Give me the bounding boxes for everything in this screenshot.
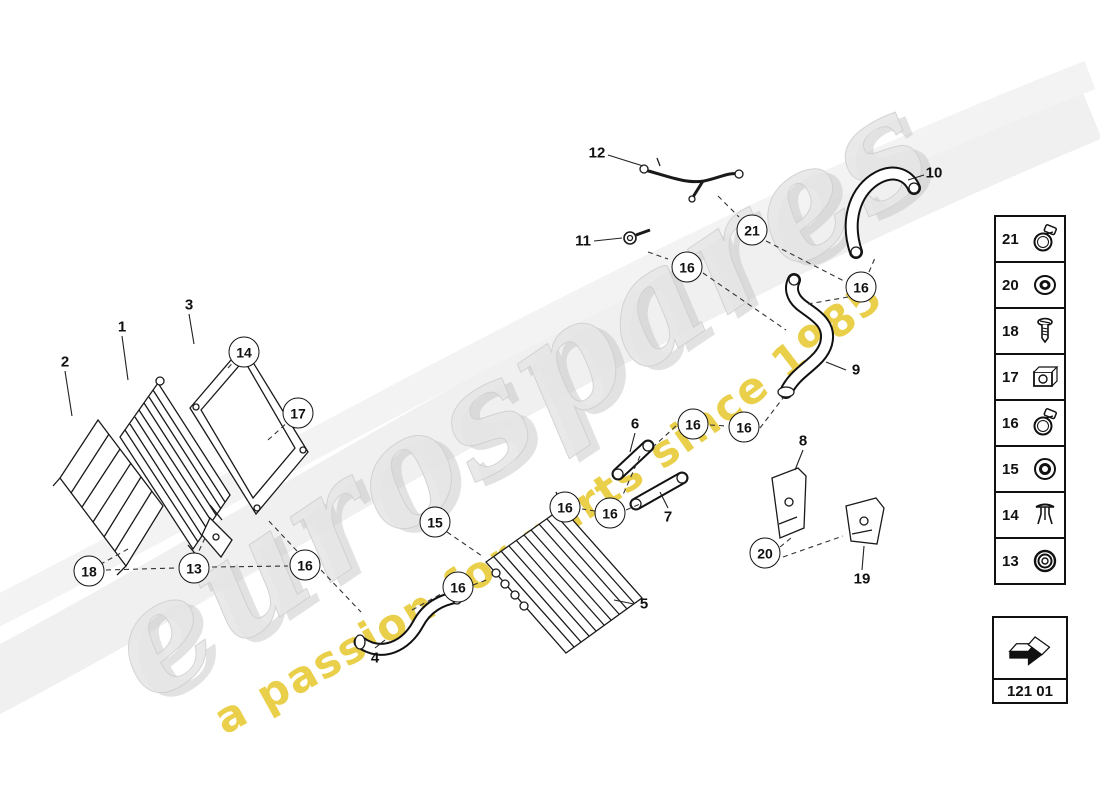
legend-item-number: 14 xyxy=(1002,506,1019,524)
legend-item-number: 17 xyxy=(1002,368,1019,386)
part-callout-16[interactable]: 16 xyxy=(594,497,626,529)
expansion-rivet-icon xyxy=(1030,500,1060,530)
part-8-drawing xyxy=(771,467,807,539)
part-2-drawing xyxy=(52,418,164,576)
part-callout-16[interactable]: 16 xyxy=(289,549,321,581)
legend-item-16[interactable]: 16 xyxy=(994,399,1066,447)
part-callout-14[interactable]: 14 xyxy=(228,336,260,368)
dashed-leader-lines xyxy=(100,195,876,613)
direction-arrow-icon xyxy=(994,618,1066,678)
part-callout-16[interactable]: 16 xyxy=(677,408,709,440)
part-callout-16[interactable]: 16 xyxy=(728,411,760,443)
diagram-code: 121 01 xyxy=(994,678,1066,702)
legend-item-number: 21 xyxy=(1002,230,1019,248)
part-callout-17[interactable]: 17 xyxy=(282,397,314,429)
clip-nut-icon xyxy=(1030,362,1060,392)
part-callout-21[interactable]: 21 xyxy=(736,214,768,246)
part-callout-15[interactable]: 15 xyxy=(419,506,451,538)
hose-clamp-icon xyxy=(1030,224,1060,254)
legend-item-number: 15 xyxy=(1002,460,1019,478)
grommet-icon xyxy=(1030,454,1060,484)
part-10-drawing xyxy=(844,166,921,259)
screw-icon xyxy=(1030,316,1060,346)
part-callout-16[interactable]: 16 xyxy=(845,271,877,303)
diagram-code-box: 121 01 xyxy=(992,616,1068,704)
part-callout-13[interactable]: 13 xyxy=(178,552,210,584)
legend-item-number: 13 xyxy=(1002,552,1019,570)
part-6-drawing xyxy=(611,439,655,481)
legend-item-14[interactable]: 14 xyxy=(994,491,1066,539)
part-callout-18[interactable]: 18 xyxy=(73,555,105,587)
legend-item-number: 18 xyxy=(1002,322,1019,340)
legend: 21 20 18 17 16 15 14 13 xyxy=(994,215,1066,585)
part-callout-16[interactable]: 16 xyxy=(549,491,581,523)
flange-nut-icon xyxy=(1030,270,1060,300)
legend-item-18[interactable]: 18 xyxy=(994,307,1066,355)
part-12-drawing xyxy=(639,157,744,203)
legend-item-15[interactable]: 15 xyxy=(994,445,1066,493)
part-3-drawing xyxy=(189,344,309,559)
part-callout-16[interactable]: 16 xyxy=(442,571,474,603)
part-1-drawing xyxy=(119,376,231,558)
parts-artwork xyxy=(52,157,921,656)
legend-item-13[interactable]: 13 xyxy=(994,537,1066,585)
hose-clamp-icon xyxy=(1030,408,1060,438)
legend-item-21[interactable]: 21 xyxy=(994,215,1066,263)
part-19-drawing xyxy=(845,497,885,545)
part-11-drawing xyxy=(623,228,651,245)
legend-item-20[interactable]: 20 xyxy=(994,261,1066,309)
legend-item-number: 16 xyxy=(1002,414,1019,432)
part-callout-20[interactable]: 20 xyxy=(749,537,781,569)
legend-item-17[interactable]: 17 xyxy=(994,353,1066,401)
legend-item-number: 20 xyxy=(1002,276,1019,294)
label-leader-lines xyxy=(64,154,925,649)
part-callout-16[interactable]: 16 xyxy=(671,251,703,283)
part-9-drawing xyxy=(777,273,835,399)
bushing-icon xyxy=(1030,546,1060,576)
part-7-drawing xyxy=(629,471,689,511)
